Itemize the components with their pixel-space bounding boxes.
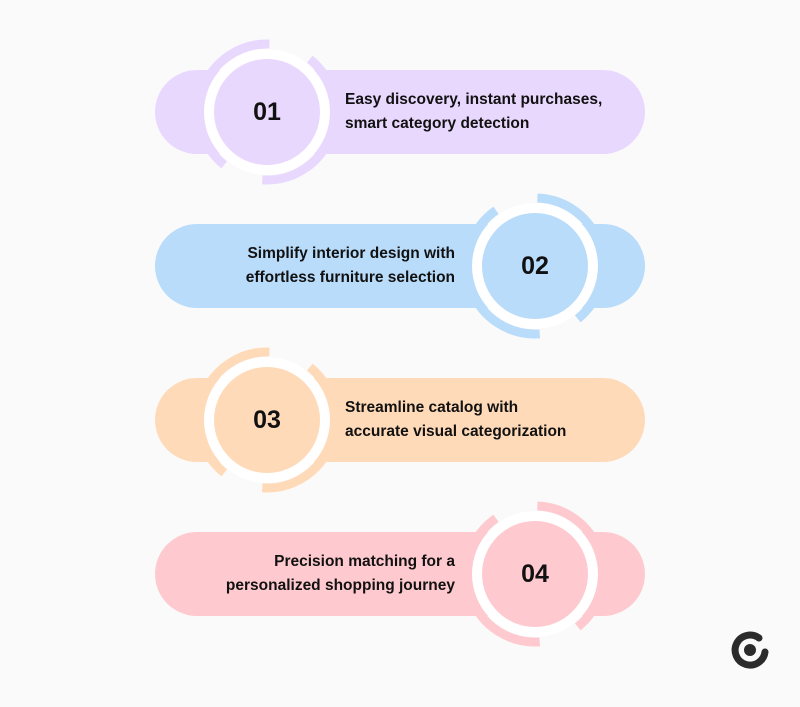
- step-text-line: effortless furniture selection: [245, 269, 455, 286]
- step-text: Streamline catalog with accurate visual c…: [345, 396, 605, 444]
- ring-arc: [261, 363, 340, 493]
- step-text-line: Streamline catalog with: [345, 399, 519, 416]
- step-text: Easy discovery, instant purchases, smart …: [345, 88, 605, 136]
- step-text-line: Simplify interior design with: [247, 245, 455, 262]
- ring-arc: [537, 193, 608, 323]
- step-text-line: Precision matching for a: [274, 553, 455, 570]
- ring-arc: [194, 347, 270, 477]
- step-text-line: Easy discovery, instant purchases,: [345, 91, 603, 108]
- step-text-line: accurate visual categorization: [345, 423, 567, 440]
- step-text: Simplify interior design with effortless …: [195, 242, 455, 290]
- ring-arc: [462, 514, 541, 647]
- step-number: 02: [482, 213, 588, 319]
- step-text-line: personalized shopping journey: [225, 577, 455, 594]
- step-text-line: smart category detection: [345, 115, 530, 132]
- step-number: 01: [214, 59, 320, 165]
- ring-arc: [462, 206, 541, 339]
- ring-arc: [537, 501, 608, 631]
- ring-arc: [194, 39, 270, 169]
- step-number: 04: [482, 521, 588, 627]
- step-text: Precision matching for a personalized sho…: [195, 550, 455, 598]
- brand-logo-icon: [731, 631, 769, 669]
- ring-arc: [261, 55, 340, 185]
- step-number: 03: [214, 367, 320, 473]
